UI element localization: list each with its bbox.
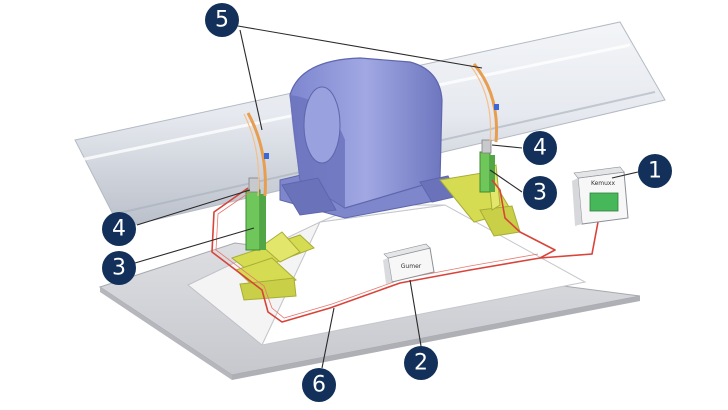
sensor-band-left [246,112,267,197]
sensor-band-left-inner [243,113,260,197]
sensor-left-side [260,194,266,250]
monitor-unit-label: Kemuxx [591,180,616,187]
sensor-band-right-inner [469,64,492,143]
callout-4-right-label: 4 [533,136,547,161]
callout-5-label: 5 [215,8,229,33]
callout-6-label: 6 [312,373,326,398]
band-marker-right [494,104,499,110]
callout-3-left-label: 3 [112,256,126,281]
callout-3-left: 3 [102,251,136,285]
leader-1 [611,171,639,179]
probe-right [481,139,492,154]
callout-5: 5 [205,3,239,37]
sensor-band-right [472,63,498,143]
junction-box: Gumer [383,243,435,284]
cable-loop-inner [215,191,539,319]
callout-4-right: 4 [523,131,557,165]
cable-to-monitor-unit [539,221,599,259]
callout-2-label: 2 [414,351,428,376]
callout-1-label: 1 [648,159,662,184]
sensor-right [479,151,491,193]
sensor-left [245,189,261,251]
probe-left [248,177,260,193]
monitor-screen [589,192,619,212]
band-marker-left [264,153,269,159]
leader-3-right [489,169,523,193]
leader-lines [134,25,639,369]
monitor-unit: Kemuxx [572,166,629,226]
leader-2 [409,279,422,347]
callout-1: 1 [638,154,672,188]
callout-4-left: 4 [102,212,136,246]
leader-5-left [239,29,263,131]
bearing-seal-ring [303,86,341,164]
callout-3-right: 3 [523,176,557,210]
callout-6: 6 [302,368,336,402]
leader-3-left [134,227,255,264]
base-plate-front-edge [232,296,640,380]
leader-4-left [136,189,251,226]
base-plate-edge [100,287,232,380]
junction-box-label: Gumer [401,263,422,270]
callout-4-left-label: 4 [112,217,126,242]
sensor-right-side [490,155,495,192]
cable-loop [211,179,556,323]
leader-4-right [491,144,523,149]
bearing-foot-left [281,177,337,216]
leader-5-right [237,25,483,69]
callout-3-right-label: 3 [533,181,547,206]
leader-6 [321,307,335,369]
callout-2: 2 [404,346,438,380]
support-left-arm [261,231,301,263]
